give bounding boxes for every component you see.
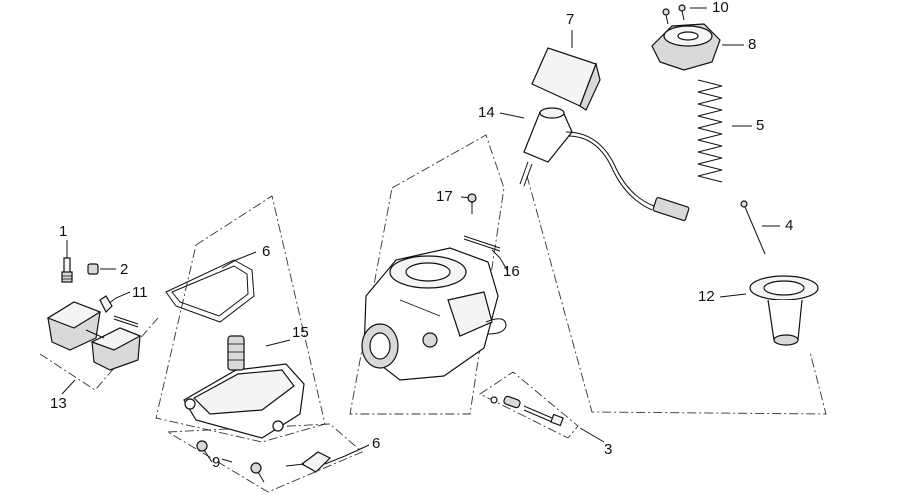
callout-16: 16	[503, 263, 520, 280]
callout-8: 8	[748, 36, 757, 53]
callout-11: 11	[132, 284, 148, 301]
callout-6-drain: 6	[372, 435, 381, 452]
callout-9: 9	[212, 454, 221, 471]
part-1-pilot-screw	[61, 257, 73, 283]
part-6-drain-fitting	[285, 451, 332, 473]
part-9-screws	[196, 440, 265, 483]
callout-13: 13	[50, 395, 67, 412]
callout-1: 1	[59, 223, 68, 240]
part-2-jet	[87, 263, 99, 275]
callout-3: 3	[604, 441, 613, 458]
part-10-screws	[662, 4, 686, 25]
part-13-float	[46, 301, 142, 371]
callout-12: 12	[698, 288, 715, 305]
callout-14: 14	[478, 104, 495, 121]
part-4-jet-needle	[740, 200, 766, 255]
callout-2: 2	[120, 261, 129, 278]
part-8-top-cap	[651, 23, 721, 71]
leader-lines	[61, 7, 780, 465]
part-6-gasket	[165, 259, 255, 323]
part-3-mixture-screw	[490, 395, 564, 427]
callout-4: 4	[785, 217, 794, 234]
part-16-pin	[463, 235, 501, 252]
callout-5: 5	[756, 117, 765, 134]
part-12-diaphragm-piston	[749, 275, 819, 346]
callout-6-gasket: 6	[262, 243, 271, 260]
callout-10: 10	[712, 0, 729, 16]
carburetor-body	[361, 247, 507, 381]
group-outlines	[39, 134, 827, 493]
callout-7: 7	[566, 11, 575, 28]
callout-17: 17	[436, 188, 453, 205]
part-7-cover	[531, 47, 601, 111]
part-14-auto-choke	[519, 107, 690, 221]
part-17-screw	[467, 193, 477, 214]
part-15-float-bowl	[183, 335, 305, 439]
part-5-spring	[697, 79, 723, 183]
part-11-needle-valve	[99, 295, 139, 328]
callout-15: 15	[292, 324, 309, 341]
